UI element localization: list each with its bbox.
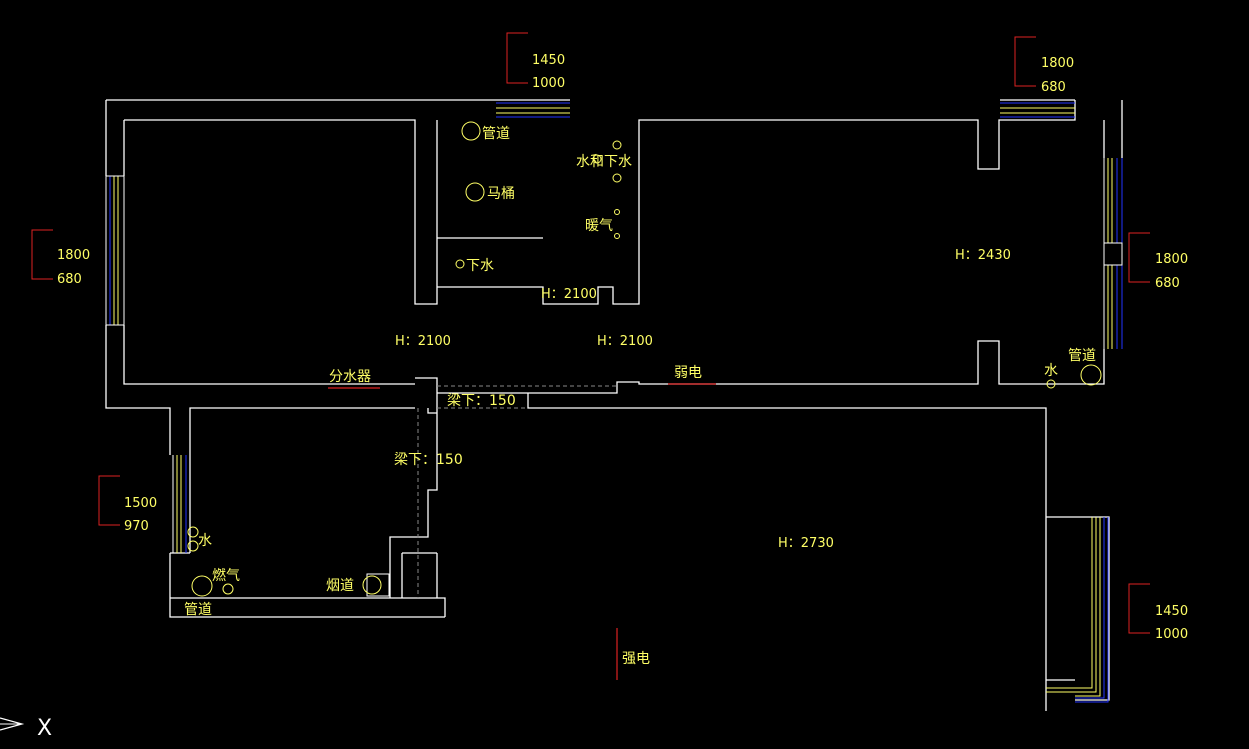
kitchen-water-symbol-1 [187, 526, 199, 538]
gas-label: 燃气 [212, 567, 240, 584]
water-pipe-symbol-3 [612, 173, 622, 183]
water-right-label: 水 [1044, 363, 1058, 379]
fixture-symbols [187, 121, 1102, 597]
floor-drain-icon [455, 259, 465, 269]
toilet-label: 马桶 [487, 186, 515, 202]
gas-symbol [222, 583, 234, 595]
dim-right-upper-height: 680 [1155, 276, 1180, 291]
beam-labels: 梁下：150 梁下：150 [394, 393, 516, 468]
dim-kitchen-left-height: 970 [124, 519, 149, 534]
kitchen-pipe-symbol [191, 575, 213, 597]
heating-label: 暖气 [585, 218, 613, 234]
fixture-labels: 管道 水和下水 马桶 暖气 下水 分水器 弱电 水 管道 水 燃气 管道 烟道 … [184, 126, 1096, 667]
water-pipe-symbol-1 [612, 140, 622, 150]
heating-symbol-2 [614, 233, 620, 239]
dim-right-upper-width: 1800 [1155, 252, 1188, 267]
toilet-symbol [465, 182, 485, 202]
height-corridor: H：2100 [597, 334, 653, 349]
outer-wall-main [105, 99, 1123, 711]
pipe-right-symbol [1080, 364, 1102, 386]
kitchen-water-label: 水 [198, 533, 212, 549]
kitchen-pipe-label: 管道 [184, 602, 212, 618]
ucs-x-label: X [37, 716, 52, 741]
walls [105, 99, 1123, 711]
floor-drain-label: 下水 [466, 258, 494, 274]
dim-marker-top-right [1014, 36, 1036, 87]
dim-top-center-width: 1450 [532, 53, 565, 68]
chimney-box [366, 573, 390, 597]
beam-lower-label: 梁下：150 [394, 452, 463, 468]
window-top-right [1000, 102, 1075, 118]
strong-current-label: 强电 [622, 651, 650, 667]
pipe-top-symbol [461, 121, 481, 141]
height-living-room: H：2730 [778, 536, 834, 551]
chimney-symbol [362, 575, 382, 595]
pipe-top-label: 管道 [482, 126, 510, 142]
electrical-markers [328, 383, 716, 680]
window-right-upper [1103, 158, 1123, 349]
dim-top-center-height: 1000 [532, 76, 565, 91]
beam-upper-label: 梁下：150 [447, 393, 516, 409]
window-right-lower [1046, 517, 1109, 703]
window-dimension-labels: 1450 1000 1800 680 1800 680 1800 680 150… [57, 53, 1188, 642]
heating-symbol-1 [614, 209, 620, 215]
dim-top-right-height: 680 [1041, 80, 1066, 95]
water-pipe-symbol-2 [592, 154, 602, 164]
dim-marker-right-upper [1128, 232, 1150, 283]
height-right-room: H：2430 [955, 248, 1011, 263]
dim-top-right-width: 1800 [1041, 56, 1074, 71]
dim-marker-top-center [506, 32, 528, 84]
height-labels: H：2100 H：2100 H：2100 H：2430 H：2730 [395, 248, 1011, 551]
window-top-center [496, 102, 570, 118]
dim-marker-left [31, 229, 53, 280]
dim-kitchen-left-width: 1500 [124, 496, 157, 511]
dim-right-lower-height: 1000 [1155, 627, 1188, 642]
water-divider-label: 分水器 [329, 369, 371, 385]
windows [105, 102, 1123, 703]
water-right-symbol [1046, 379, 1056, 389]
dimension-markers [31, 32, 1150, 634]
height-bathroom: H：2100 [541, 287, 597, 302]
chimney-label: 烟道 [326, 578, 354, 594]
height-left-room: H：2100 [395, 334, 451, 349]
dim-marker-right-lower [1128, 583, 1150, 634]
dim-left-width: 1800 [57, 248, 90, 263]
window-left [105, 175, 125, 326]
pipe-right-label: 管道 [1068, 348, 1096, 364]
water-drain-label: 水和下水 [576, 154, 632, 170]
dim-left-height: 680 [57, 272, 82, 287]
dim-marker-kitchen-left [98, 475, 120, 526]
window-kitchen-left [172, 455, 187, 553]
beam-lines [417, 385, 617, 598]
weak-current-label: 弱电 [674, 365, 702, 381]
kitchen-water-symbol-2 [187, 540, 199, 552]
ucs-icon: X [0, 716, 52, 741]
dim-right-lower-width: 1450 [1155, 604, 1188, 619]
